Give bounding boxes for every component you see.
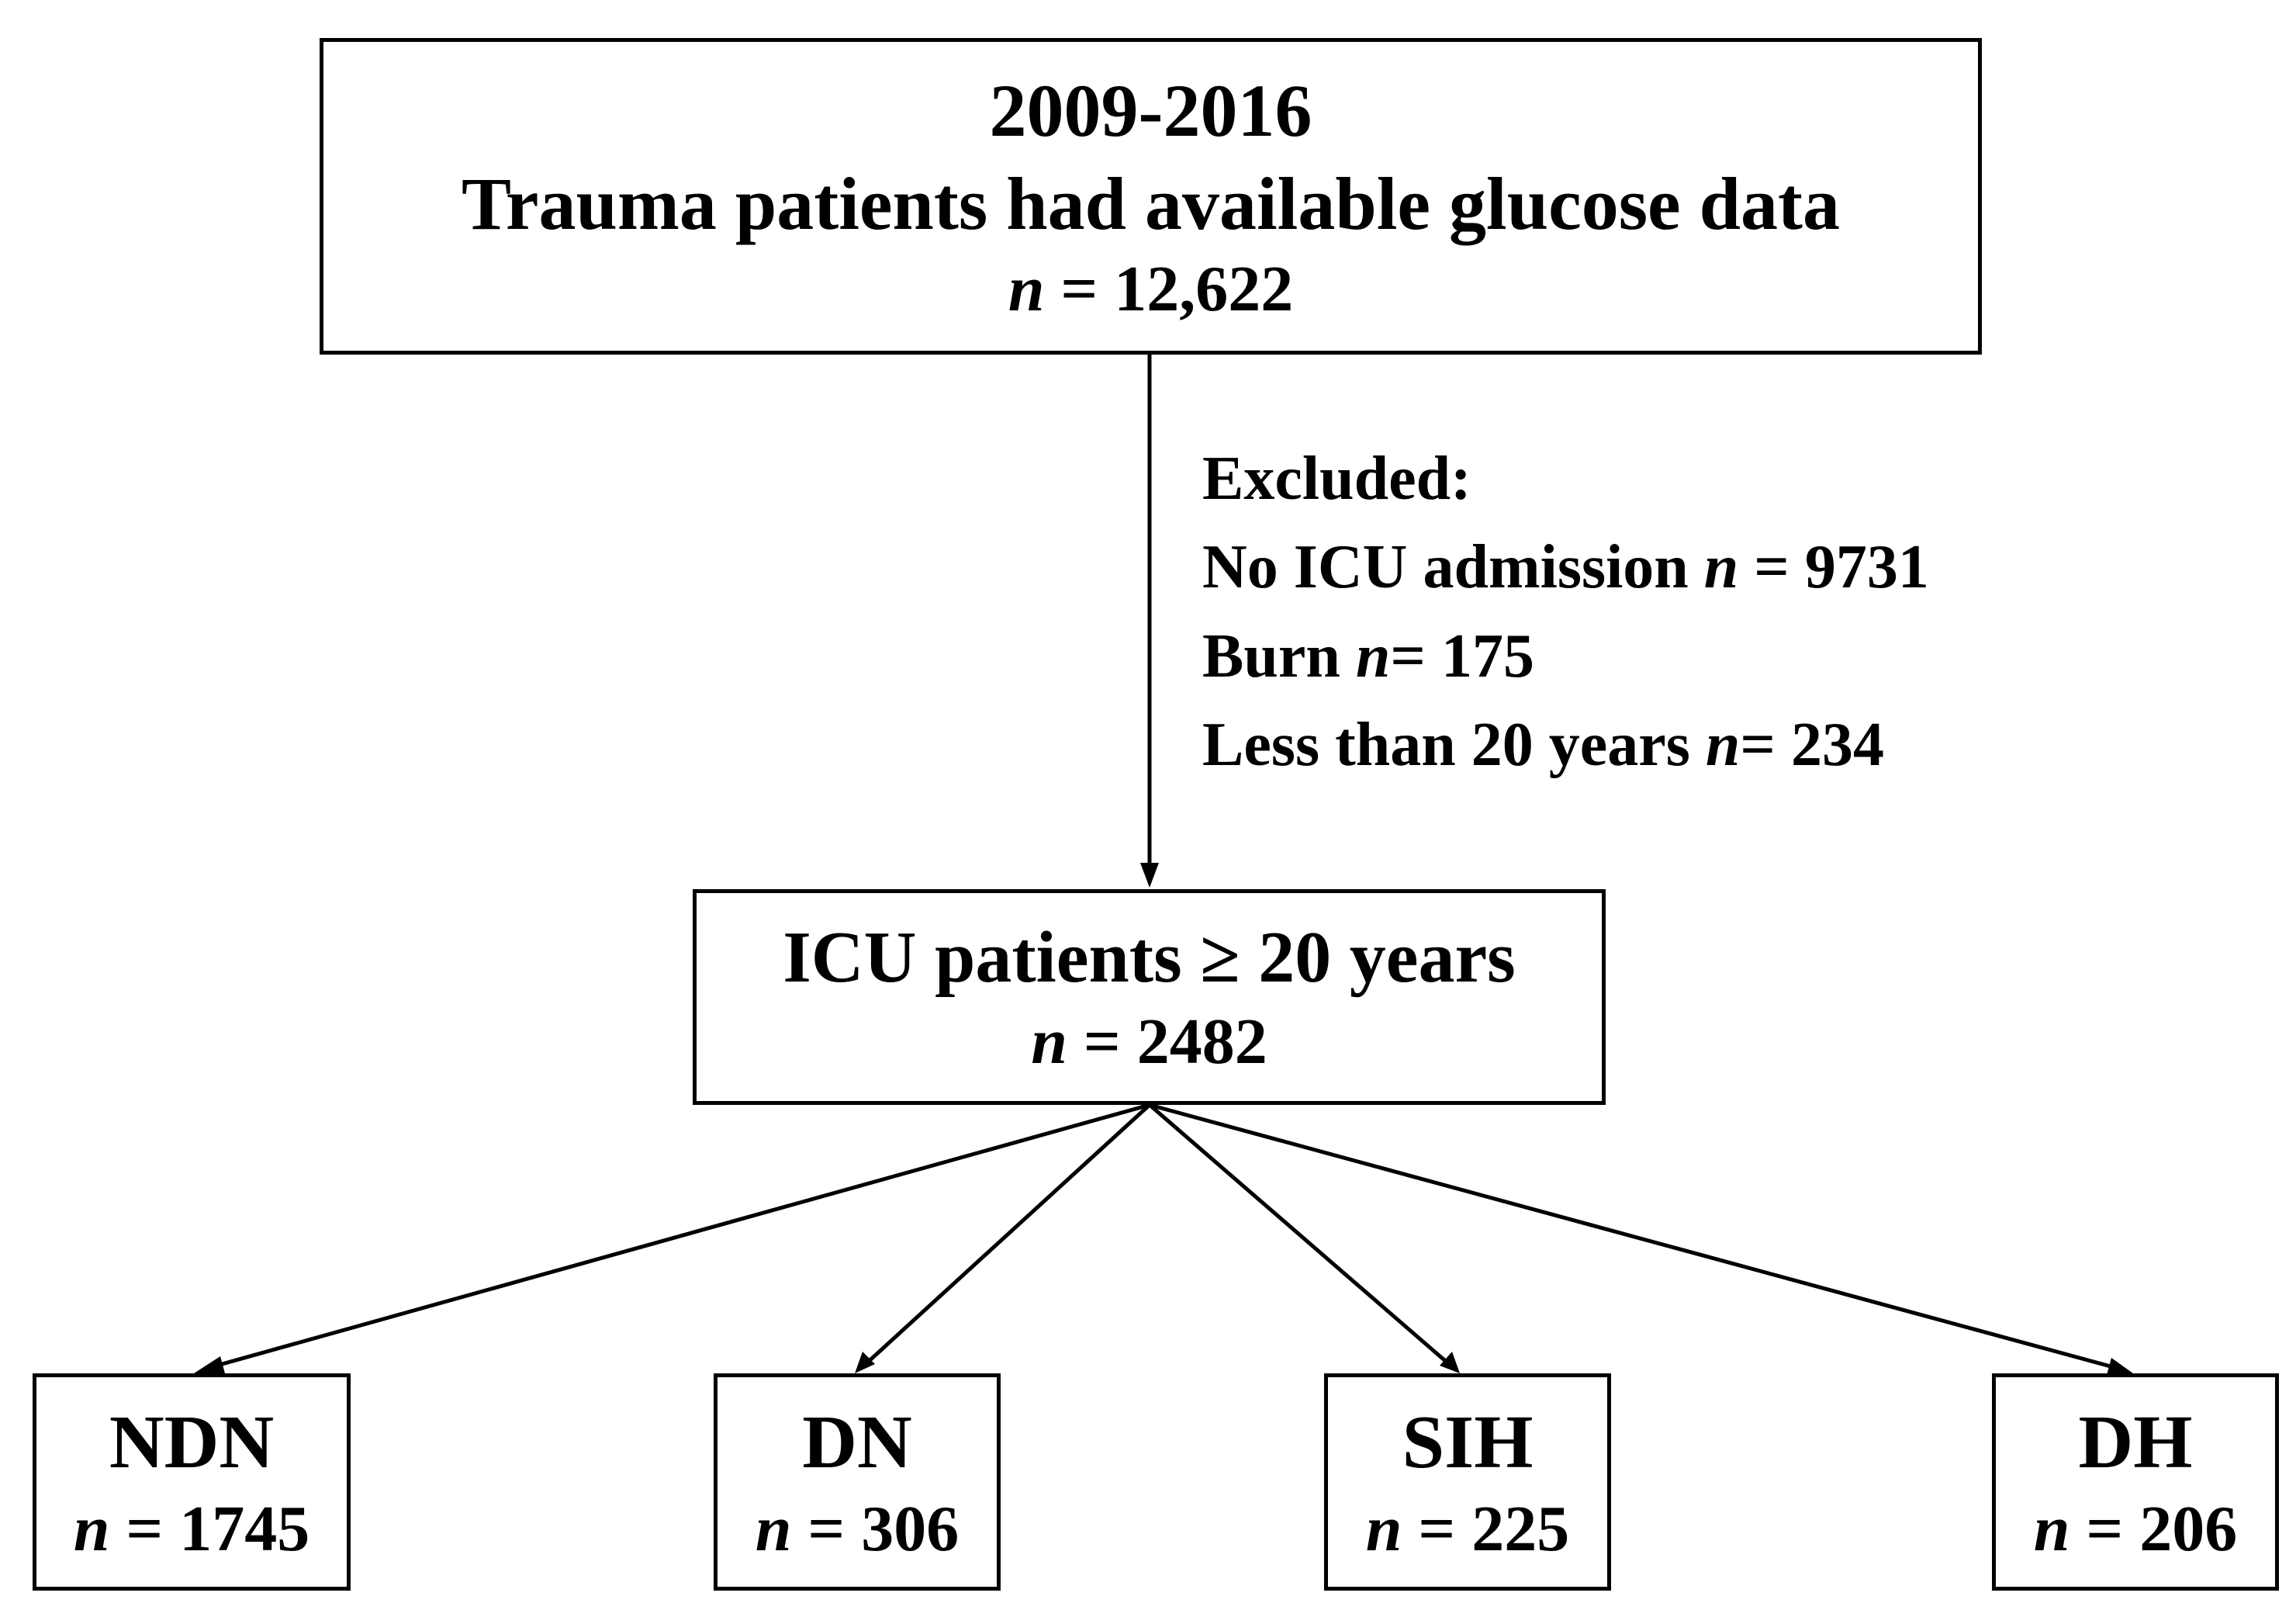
source-population-box: 2009-2016 Trauma patients had available … (320, 38, 1982, 355)
arrow-to-ndn (210, 1103, 1150, 1369)
group-title: DH (2078, 1401, 2193, 1485)
group-count: n = 306 (755, 1492, 960, 1565)
source-population-description: Trauma patients had available glucose da… (461, 161, 1841, 245)
arrow-to-ndn-head (194, 1356, 225, 1373)
group-title: DN (802, 1401, 912, 1485)
group-title: NDN (109, 1401, 275, 1485)
group-title: SIH (1402, 1401, 1534, 1485)
arrow-to-dn (864, 1103, 1151, 1366)
icu-population-title: ICU patients ≥ 20 years (783, 916, 1516, 998)
study-years: 2009-2016 (989, 68, 1312, 152)
exclusion-heading: Excluded: (1202, 445, 1471, 513)
icu-population-box: ICU patients ≥ 20 years n = 2482 (693, 889, 1606, 1105)
arrow-to-dn-head (855, 1352, 875, 1373)
group-box-sih: SIH n = 225 (1324, 1373, 1611, 1591)
exclusion-criteria: Excluded: No ICU admission n = 9731 Burn… (1202, 435, 1929, 790)
arrow-to-sih (1148, 1103, 1451, 1366)
group-box-dn: DN n = 306 (714, 1373, 1001, 1591)
exclusion-item-burn: Burn n= 175 (1202, 622, 1534, 691)
exclusion-item-age: Less than 20 years n= 234 (1202, 711, 1884, 780)
group-count: n = 225 (1365, 1492, 1570, 1565)
arrow-to-dh-head (2107, 1358, 2133, 1375)
group-box-ndn: NDN n = 1745 (33, 1373, 351, 1591)
arrow-top-to-middle-head (1140, 863, 1159, 888)
group-count: n = 206 (2033, 1492, 2238, 1565)
group-box-dh: DH n = 206 (1992, 1373, 2279, 1591)
group-count: n = 1745 (73, 1492, 310, 1565)
arrow-to-dh (1149, 1103, 2120, 1371)
icu-population-count: n = 2482 (1031, 1006, 1267, 1079)
arrow-to-sih-head (1440, 1352, 1460, 1373)
source-population-count: n = 12,622 (1008, 252, 1294, 325)
exclusion-item-no-icu: No ICU admission n = 9731 (1202, 533, 1929, 602)
